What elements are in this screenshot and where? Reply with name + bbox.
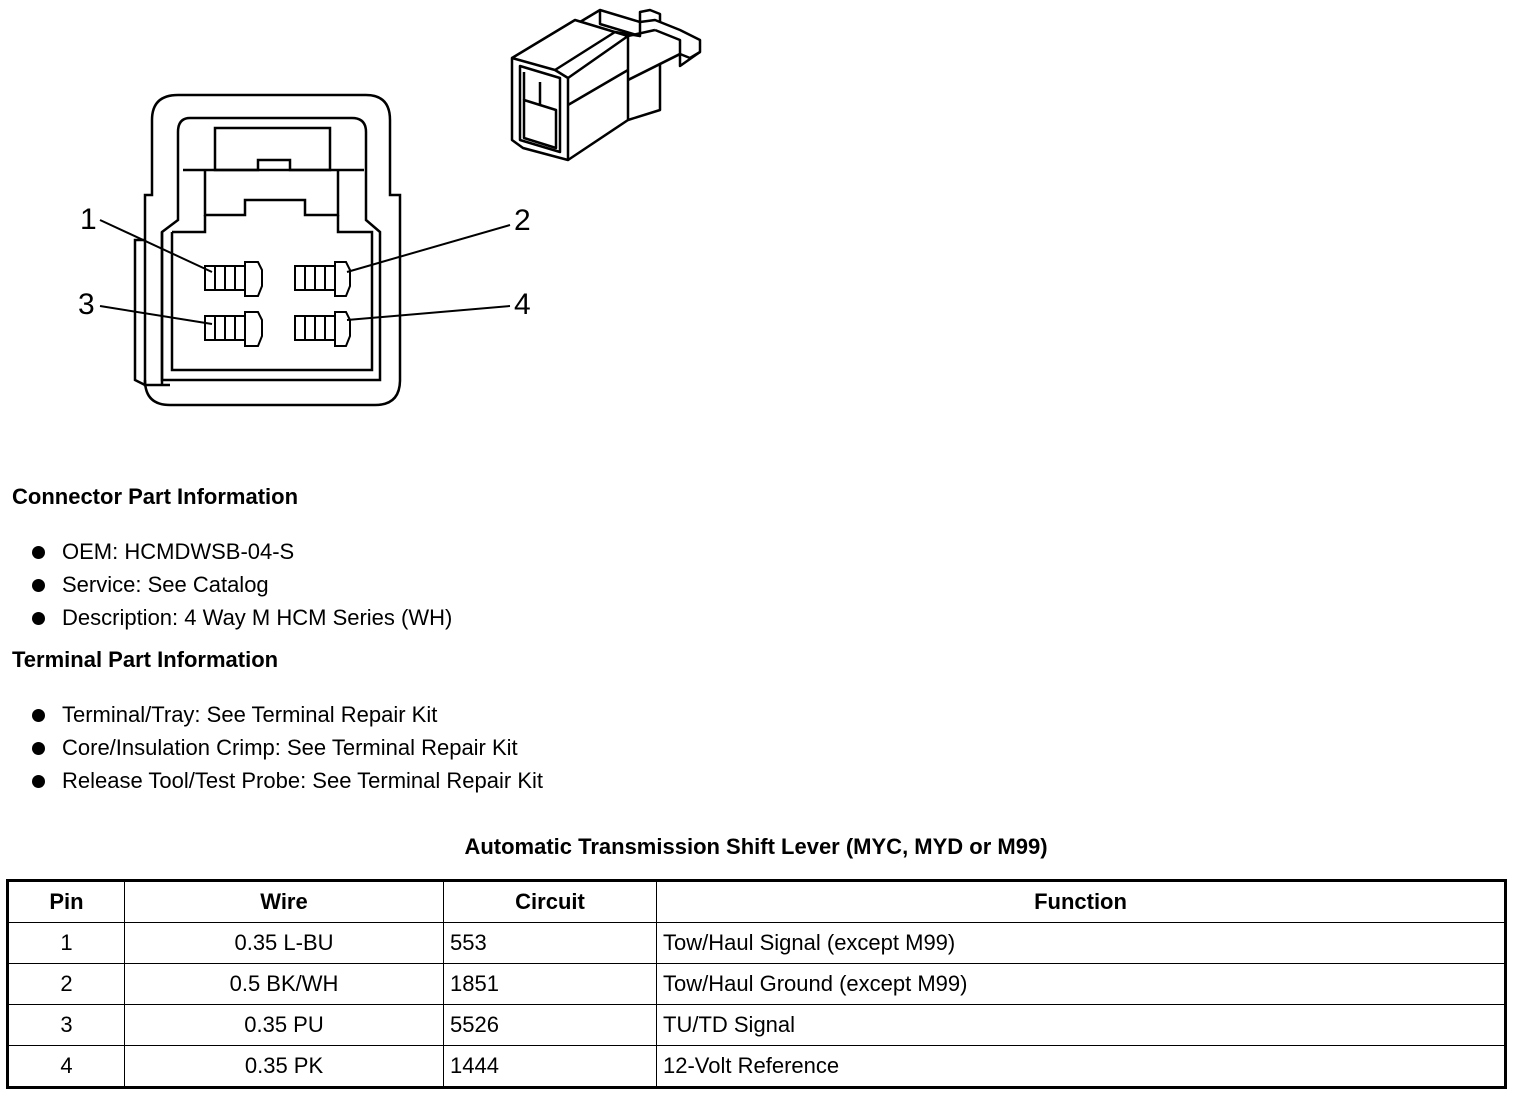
list-item-text: Core/Insulation Crimp: See Terminal Repa… (62, 735, 518, 760)
cell-circuit: 553 (443, 922, 657, 964)
cell-function: TU/TD Signal (656, 1004, 1506, 1046)
list-item: Service: See Catalog (30, 568, 452, 601)
list-item-text: OEM: HCMDWSB-04-S (62, 539, 295, 564)
table-row: 2 0.5 BK/WH 1851 Tow/Haul Ground (except… (7, 963, 1506, 1005)
pin-label-1: 1 (80, 203, 97, 236)
cell-circuit: 1444 (443, 1045, 657, 1088)
cell-function: 12-Volt Reference (656, 1045, 1506, 1088)
terminal-pin-1 (204, 261, 263, 297)
bullet-icon (32, 579, 45, 592)
connector-face (133, 93, 402, 407)
cell-pin: 4 (7, 1045, 125, 1088)
pin-label-2: 2 (514, 204, 531, 237)
connector-diagram: 1 2 3 4 (78, 8, 702, 407)
bullet-icon (32, 742, 45, 755)
cell-circuit: 1851 (443, 963, 657, 1005)
list-item: Description: 4 Way M HCM Series (WH) (30, 601, 452, 634)
pinout-table: Pin Wire Circuit Function 1 0.35 L-BU 55… (6, 879, 1507, 1089)
terminal-part-info-title: Terminal Part Information (12, 647, 279, 672)
table-title: Automatic Transmission Shift Lever (MYC,… (464, 834, 1048, 859)
table-header-row: Pin Wire Circuit Function (7, 880, 1506, 923)
table-row: 3 0.35 PU 5526 TU/TD Signal (7, 1004, 1506, 1046)
connector-part-info-title: Connector Part Information (12, 484, 299, 509)
column-header-circuit: Circuit (443, 880, 657, 923)
pin-label-3: 3 (78, 288, 95, 321)
bullet-icon (32, 775, 45, 788)
list-item-text: Terminal/Tray: See Terminal Repair Kit (62, 702, 438, 727)
terminal-part-info-list: Terminal/Tray: See Terminal Repair Kit C… (30, 698, 543, 797)
cell-wire: 0.35 PU (124, 1004, 444, 1046)
bullet-icon (32, 546, 45, 559)
bullet-icon (32, 612, 45, 625)
table-row: 1 0.35 L-BU 553 Tow/Haul Signal (except … (7, 922, 1506, 964)
bullet-icon (32, 709, 45, 722)
connector-isometric-illustration (510, 8, 702, 162)
cell-pin: 2 (7, 963, 125, 1005)
pin-terminals (204, 261, 351, 347)
cell-circuit: 5526 (443, 1004, 657, 1046)
pin-label-4: 4 (514, 288, 531, 321)
cell-wire: 0.5 BK/WH (124, 963, 444, 1005)
column-header-wire: Wire (124, 880, 444, 923)
list-item-text: Release Tool/Test Probe: See Terminal Re… (62, 768, 543, 793)
cell-wire: 0.35 PK (124, 1045, 444, 1088)
list-item: Terminal/Tray: See Terminal Repair Kit (30, 698, 543, 731)
list-item: OEM: HCMDWSB-04-S (30, 535, 452, 568)
connector-part-info-list: OEM: HCMDWSB-04-S Service: See Catalog D… (30, 535, 452, 634)
list-item: Release Tool/Test Probe: See Terminal Re… (30, 764, 543, 797)
list-item-text: Service: See Catalog (62, 572, 269, 597)
cell-pin: 1 (7, 922, 125, 964)
cell-function: Tow/Haul Signal (except M99) (656, 922, 1506, 964)
column-header-function: Function (656, 880, 1506, 923)
terminal-pin-2 (294, 261, 351, 297)
cell-wire: 0.35 L-BU (124, 922, 444, 964)
list-item-text: Description: 4 Way M HCM Series (WH) (62, 605, 453, 630)
cell-pin: 3 (7, 1004, 125, 1046)
terminal-pin-4 (294, 311, 351, 347)
leader-lines (99, 219, 511, 325)
terminal-pin-3 (204, 311, 263, 347)
column-header-pin: Pin (7, 880, 125, 923)
cell-function: Tow/Haul Ground (except M99) (656, 963, 1506, 1005)
table-row: 4 0.35 PK 1444 12-Volt Reference (7, 1045, 1506, 1088)
list-item: Core/Insulation Crimp: See Terminal Repa… (30, 731, 543, 764)
